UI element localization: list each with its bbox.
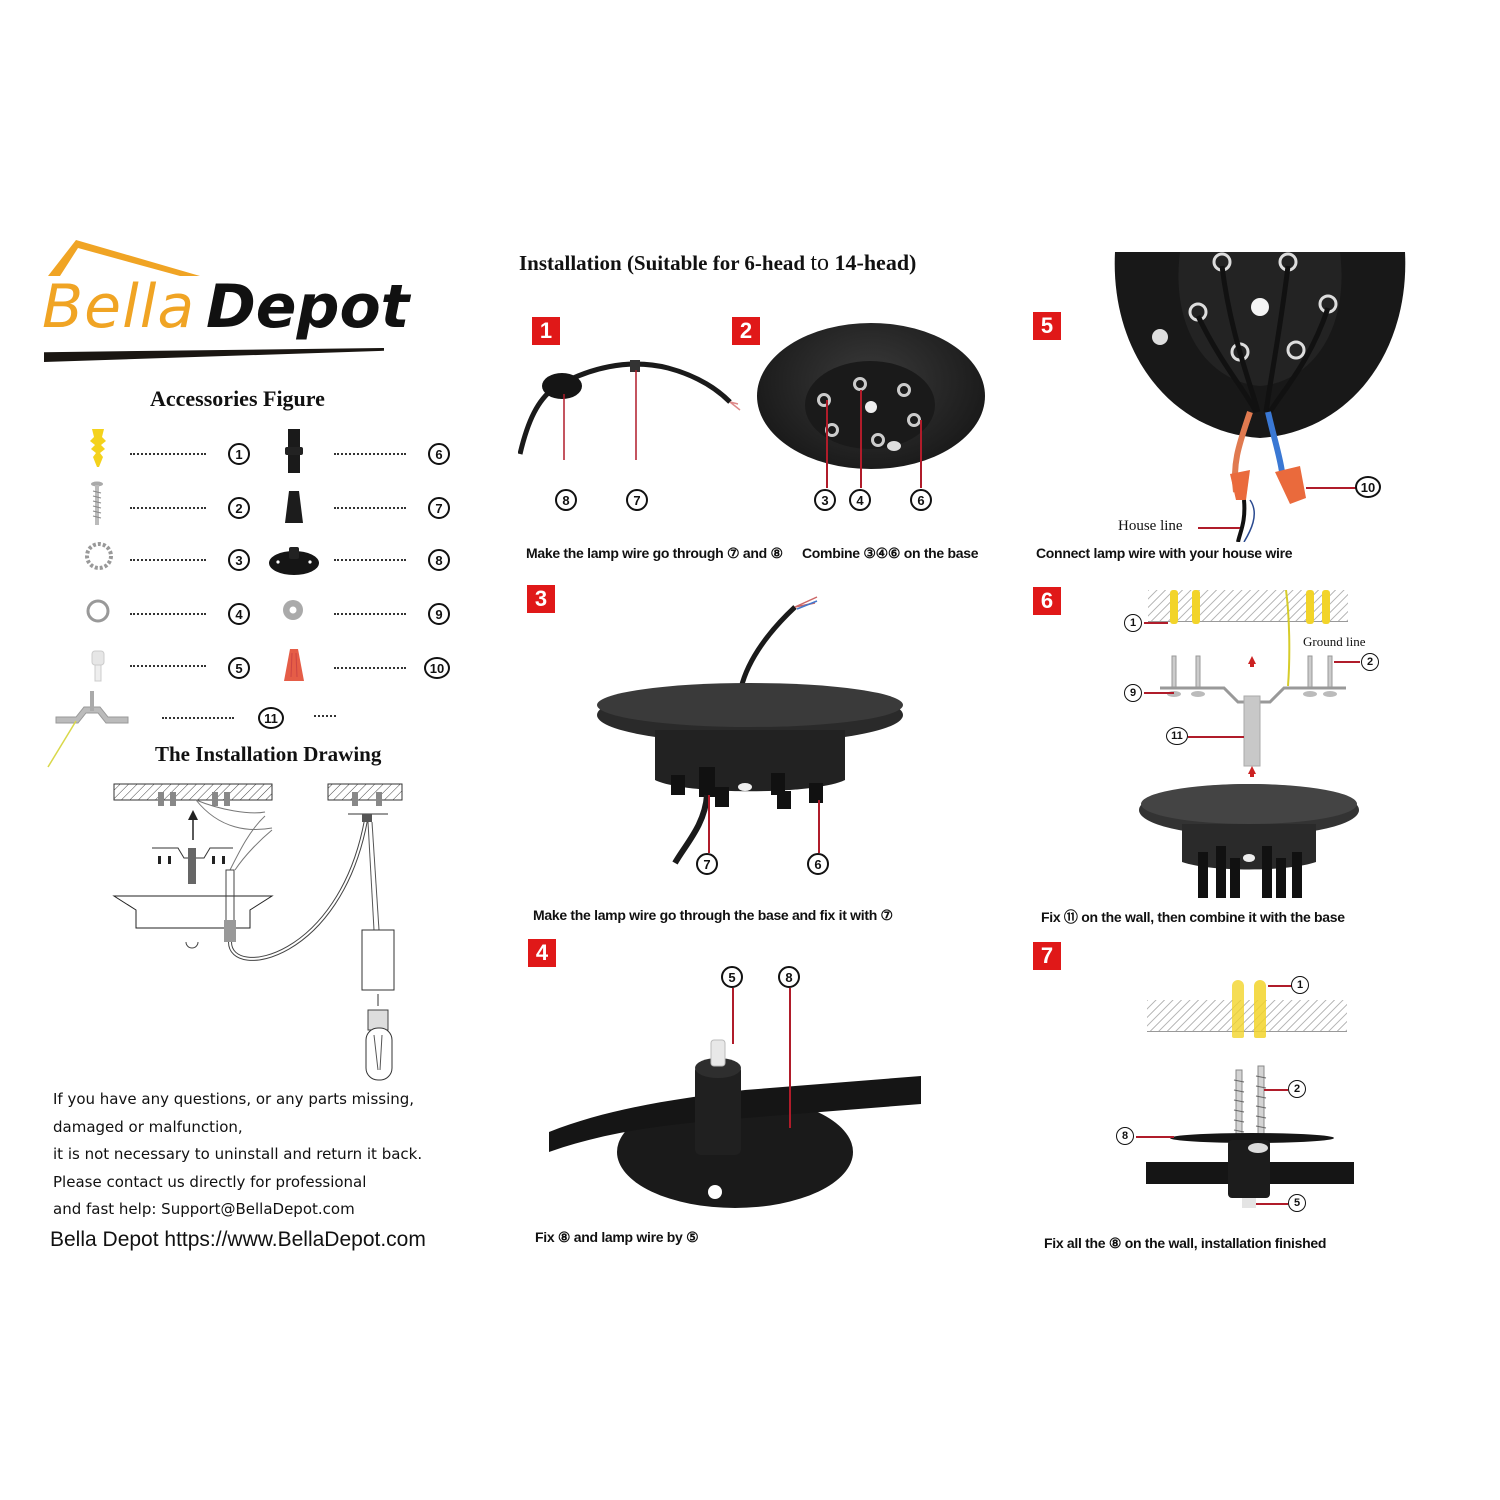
step7-anchors bbox=[1230, 980, 1270, 1040]
step6-ceiling bbox=[1148, 590, 1348, 622]
support-line-3: it is not necessary to uninstall and ret… bbox=[53, 1145, 423, 1163]
accessory-item-10: 10 bbox=[276, 641, 466, 689]
step6-label-1: 1 bbox=[1124, 614, 1142, 632]
step-badge-5: 5 bbox=[1033, 312, 1061, 340]
step7-caption: Fix all the ⑧ on the wall, installation … bbox=[1044, 1235, 1327, 1251]
support-line-1: If you have any questions, or any parts … bbox=[53, 1090, 415, 1108]
house-roof-icon bbox=[48, 240, 200, 276]
mounting-crossbar-icon bbox=[47, 691, 129, 768]
step2-base-plate bbox=[757, 323, 985, 469]
part-number-3: 3 bbox=[228, 549, 250, 571]
house-line-label: House line bbox=[1118, 518, 1183, 534]
brand-logo: Bella Depot bbox=[40, 236, 409, 376]
step-badge-1: 1 bbox=[532, 317, 560, 345]
accessories-title: Accessories Figure bbox=[150, 386, 325, 411]
step1-caption: Make the lamp wire go through ⑦ and ⑧ bbox=[526, 545, 783, 561]
logo-text-bella: Bella bbox=[42, 272, 196, 342]
logo-text-depot: Depot bbox=[206, 272, 410, 342]
step7-ceiling bbox=[1147, 1000, 1347, 1032]
accessory-item-8: 8 bbox=[269, 533, 466, 581]
installation-drawing-title: The Installation Drawing bbox=[155, 742, 382, 766]
support-line-5: and fast help: Support@BellaDepot.com bbox=[53, 1200, 355, 1218]
support-text: If you have any questions, or any parts … bbox=[53, 1086, 473, 1224]
accessory-item-9: 9 bbox=[276, 587, 466, 635]
accessory-item-2: 2 bbox=[80, 481, 460, 529]
part-number-4: 4 bbox=[228, 603, 250, 625]
step4-label-5: 5 bbox=[721, 966, 743, 988]
step-badge-7: 7 bbox=[1033, 942, 1061, 970]
strain-relief-cap-icon bbox=[285, 491, 303, 523]
part-number-10: 10 bbox=[424, 657, 450, 679]
step6-caption: Fix ⑪ on the wall, then combine it with … bbox=[1041, 909, 1345, 925]
step4-caption: Fix ⑧ and lamp wire by ⑤ bbox=[535, 1229, 699, 1245]
screw-icon bbox=[91, 481, 103, 525]
wall-anchor-icon bbox=[90, 429, 106, 467]
part-number-2: 2 bbox=[228, 497, 250, 519]
step2-caption: Combine ③④⑥ on the base bbox=[802, 545, 979, 561]
part-number-7: 7 bbox=[428, 497, 450, 519]
step-badge-3: 3 bbox=[527, 585, 555, 613]
part-number-11: 11 bbox=[258, 707, 284, 729]
step7-label-1: 1 bbox=[1291, 976, 1309, 994]
support-line-2: damaged or malfunction, bbox=[53, 1117, 243, 1136]
wire-nut-icon bbox=[284, 649, 304, 681]
installation-line-drawing bbox=[112, 783, 403, 1081]
step7-label-8: 8 bbox=[1116, 1127, 1134, 1145]
support-line-4: Please contact us directly for professio… bbox=[53, 1172, 367, 1191]
step7-label-2: 2 bbox=[1288, 1080, 1306, 1098]
step-badge-6: 6 bbox=[1033, 587, 1061, 615]
step-badge-2: 2 bbox=[732, 317, 760, 345]
logo-underline bbox=[44, 348, 384, 362]
flat-washer-icon bbox=[283, 600, 303, 620]
part-number-8: 8 bbox=[428, 549, 450, 571]
step-badge-4: 4 bbox=[528, 939, 556, 967]
cord-grip-icon bbox=[285, 429, 303, 473]
ground-line-label: Ground line bbox=[1303, 634, 1366, 649]
step7-label-5: 5 bbox=[1288, 1194, 1306, 1212]
step4-clamp-illustration bbox=[549, 1039, 921, 1208]
part-number-9: 9 bbox=[428, 603, 450, 625]
accessory-item-3: 3 bbox=[80, 533, 460, 581]
accessory-item-5: 5 bbox=[80, 641, 460, 689]
part-number-1: 1 bbox=[228, 443, 250, 465]
accessory-item-4: 4 bbox=[80, 587, 460, 635]
step3-label-6: 6 bbox=[807, 853, 829, 875]
step5-label-10: 10 bbox=[1355, 476, 1381, 498]
step1-label-7: 7 bbox=[626, 489, 648, 511]
part-number-6: 6 bbox=[428, 443, 450, 465]
step6-anchors bbox=[1148, 590, 1348, 626]
accessory-item-6: 6 bbox=[276, 427, 466, 475]
ring-nut-icon bbox=[86, 599, 110, 623]
step3-caption: Make the lamp wire go through the base a… bbox=[533, 907, 893, 923]
part-number-5: 5 bbox=[228, 657, 250, 679]
step7-mount-illustration bbox=[1146, 1065, 1354, 1208]
accessories-list: 1 2 3 4 5 bbox=[47, 425, 470, 768]
step6-label-9: 9 bbox=[1124, 684, 1142, 702]
step5-caption: Connect lamp wire with your house wire bbox=[1036, 545, 1293, 561]
installation-title: Installation (Suitable for 6-head to 14-… bbox=[519, 250, 917, 276]
cord-clamp-base-icon bbox=[269, 547, 319, 575]
accessory-item-11: 11 bbox=[46, 687, 346, 777]
step6-bracket-illustration bbox=[1160, 590, 1346, 777]
set-screw-icon bbox=[91, 650, 105, 682]
step3-label-7: 7 bbox=[696, 853, 718, 875]
step5-wiring-illustration bbox=[1114, 252, 1406, 542]
step1-label-8: 8 bbox=[555, 489, 577, 511]
accessory-item-7: 7 bbox=[276, 481, 466, 529]
step6-label-2: 2 bbox=[1361, 653, 1379, 671]
website-link[interactable]: Bella Depot https://www.BellaDepot.com bbox=[50, 1228, 426, 1251]
step2-label-3: 3 bbox=[814, 489, 836, 511]
lock-washer-icon bbox=[85, 542, 113, 570]
step6-base-illustration bbox=[1139, 784, 1359, 898]
step1-cord-illustration bbox=[518, 360, 741, 460]
step2-label-4: 4 bbox=[849, 489, 871, 511]
accessory-item-1: 1 bbox=[80, 427, 460, 475]
step4-label-8: 8 bbox=[778, 966, 800, 988]
step3-base-illustration bbox=[597, 596, 903, 865]
step6-label-11: 11 bbox=[1166, 727, 1188, 745]
step2-label-6: 6 bbox=[910, 489, 932, 511]
